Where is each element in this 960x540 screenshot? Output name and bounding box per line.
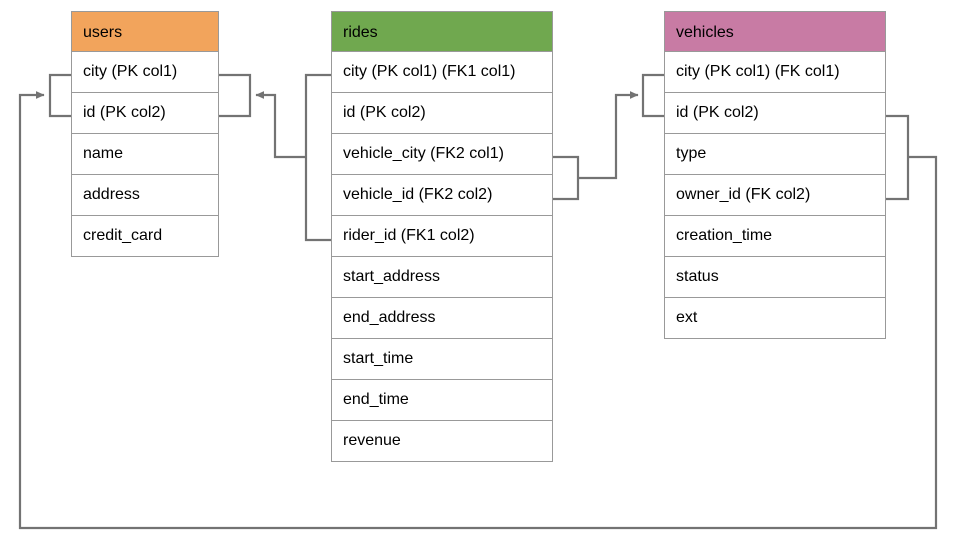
rides-fk1-connector — [255, 91, 306, 159]
rides-fk1-bracket — [304, 73, 331, 242]
vehicles-left-bracket — [641, 73, 664, 118]
field-users-address[interactable]: address — [71, 175, 219, 216]
field-rides-start-address[interactable]: start_address — [331, 257, 553, 298]
users-right-bracket — [219, 73, 252, 118]
users-left-bracket — [48, 73, 71, 118]
entity-users-title: users — [71, 11, 219, 52]
field-rides-vehicle-id[interactable]: vehicle_id (FK2 col2) — [331, 175, 553, 216]
entity-vehicles[interactable]: vehicles city (PK col1) (FK col1) id (PK… — [664, 11, 886, 339]
vehicles-fk-bracket — [886, 114, 910, 201]
field-users-credit-card[interactable]: credit_card — [71, 216, 219, 257]
field-rides-start-time[interactable]: start_time — [331, 339, 553, 380]
entity-rides-title: rides — [331, 11, 553, 52]
field-vehicles-id[interactable]: id (PK col2) — [664, 93, 886, 134]
field-rides-rider-id[interactable]: rider_id (FK1 col2) — [331, 216, 553, 257]
field-vehicles-owner-id[interactable]: owner_id (FK col2) — [664, 175, 886, 216]
field-vehicles-status[interactable]: status — [664, 257, 886, 298]
field-vehicles-city[interactable]: city (PK col1) (FK col1) — [664, 52, 886, 93]
field-vehicles-type[interactable]: type — [664, 134, 886, 175]
field-users-name[interactable]: name — [71, 134, 219, 175]
field-rides-end-time[interactable]: end_time — [331, 380, 553, 421]
field-rides-revenue[interactable]: revenue — [331, 421, 553, 462]
field-vehicles-ext[interactable]: ext — [664, 298, 886, 339]
field-rides-id[interactable]: id (PK col2) — [331, 93, 553, 134]
field-users-id[interactable]: id (PK col2) — [71, 93, 219, 134]
rides-fk2-bracket — [553, 155, 580, 201]
field-rides-vehicle-city[interactable]: vehicle_city (FK2 col1) — [331, 134, 553, 175]
field-rides-city[interactable]: city (PK col1) (FK1 col1) — [331, 52, 553, 93]
entity-vehicles-title: vehicles — [664, 11, 886, 52]
field-rides-end-address[interactable]: end_address — [331, 298, 553, 339]
rides-fk2-connector — [578, 91, 639, 180]
field-vehicles-creation-time[interactable]: creation_time — [664, 216, 886, 257]
field-users-city[interactable]: city (PK col1) — [71, 52, 219, 93]
entity-rides[interactable]: rides city (PK col1) (FK1 col1) id (PK c… — [331, 11, 553, 462]
entity-users[interactable]: users city (PK col1) id (PK col2) name a… — [71, 11, 219, 257]
